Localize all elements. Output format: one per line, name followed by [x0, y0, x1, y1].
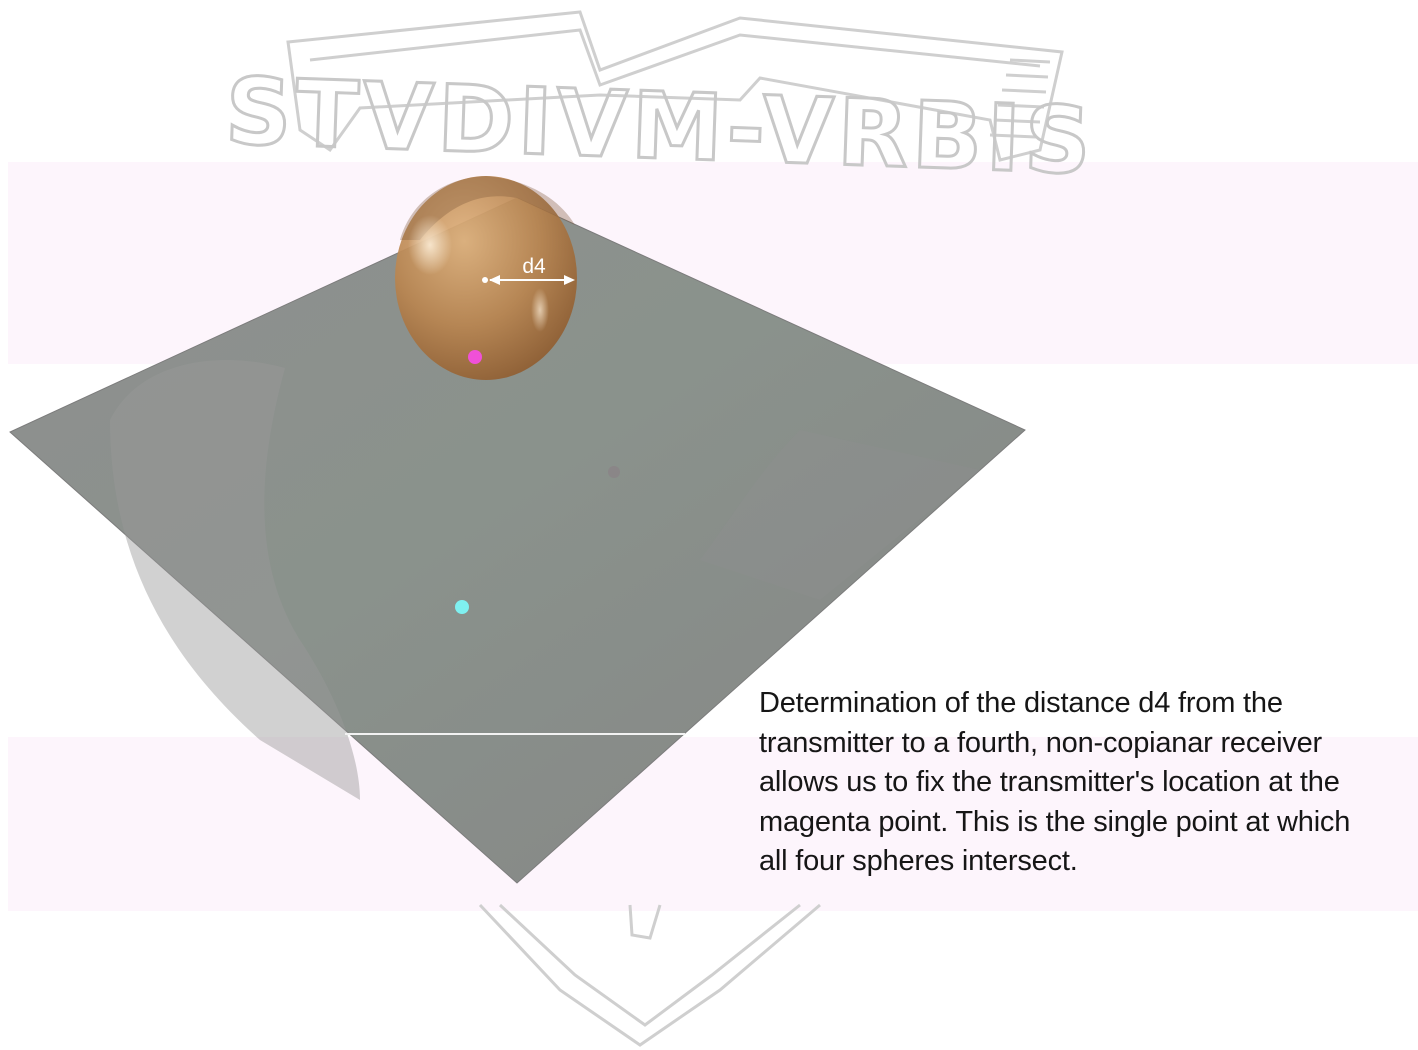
cyan-point [455, 600, 469, 614]
receiver-plane [9, 197, 1026, 884]
caption-line-3: allows us to fix the transmitter's locat… [759, 766, 1340, 798]
plane-shading [110, 359, 360, 800]
caption: Determination of the distance d4 from th… [759, 684, 1414, 882]
faint-point [608, 466, 620, 478]
sphere-shine-small [531, 288, 549, 332]
caption-line-2: transmitter to a fourth, non-copianar re… [759, 726, 1323, 759]
sphere-center-point [482, 277, 488, 283]
d4-label: d4 [522, 255, 546, 278]
background-band-bottom [8, 737, 1418, 911]
sphere-upper-shade [400, 176, 575, 240]
plane-shading-right [700, 430, 980, 600]
caption-line-5: all four spheres intersect. [759, 845, 1078, 877]
magenta-point [468, 350, 482, 364]
d4-arrow [489, 275, 575, 285]
watermark-text: STVDIVM-VRBIS [224, 58, 1097, 195]
caption-line-1: Determination of the distance d4 from th… [759, 687, 1283, 719]
caption-line-4: magenta point. This is the single point … [759, 805, 1351, 838]
sphere-shine [408, 215, 452, 275]
